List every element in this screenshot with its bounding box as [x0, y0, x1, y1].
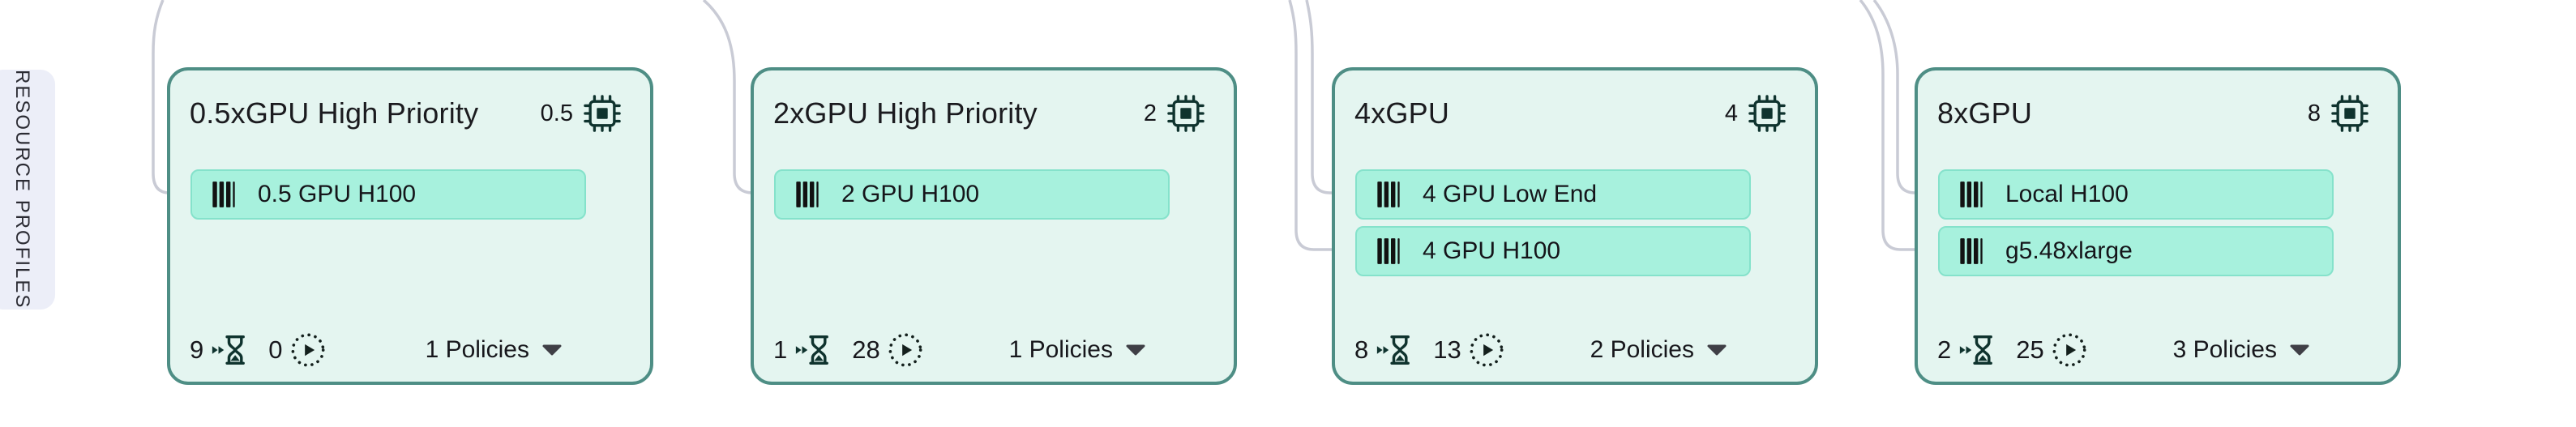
node-type-label: 2 GPU H100 [841, 181, 980, 207]
barcode-icon [1375, 178, 1407, 211]
play-dotted-circle-icon [289, 331, 327, 369]
profile-title: 0.5xGPU High Priority [190, 96, 479, 130]
policies-label: 1 Policies [1008, 336, 1113, 363]
gpu-count-badge: 8 [2308, 95, 2368, 132]
running-count: 28 [852, 335, 880, 364]
node-type-list: Local H100 g5.48xlarge [1918, 169, 2398, 276]
card-header: 4xGPU 4 [1354, 95, 1786, 132]
barcode-icon [794, 178, 826, 211]
profile-title: 4xGPU [1354, 96, 1450, 130]
node-type-label: 4 GPU Low End [1423, 181, 1598, 207]
edge [152, 0, 170, 194]
policies-label: 3 Policies [2172, 336, 2277, 363]
barcode-icon [1958, 235, 1990, 267]
chip-icon [1167, 95, 1205, 132]
gpu-count: 4 [1724, 100, 1738, 126]
caret-down-icon [541, 344, 563, 357]
gpu-count-badge: 0.5 [541, 95, 621, 132]
running-count: 25 [2016, 335, 2044, 364]
edge [1305, 0, 1335, 194]
node-type-chip[interactable]: g5.48xlarge [1938, 226, 2334, 276]
play-dotted-circle-icon [1468, 331, 1505, 369]
chip-icon [1748, 95, 1786, 132]
profile-title: 8xGPU [1937, 96, 2033, 130]
card-header: 8xGPU 8 [1937, 95, 2368, 132]
profile-title: 2xGPU High Priority [773, 96, 1038, 130]
barcode-icon [1958, 178, 1990, 211]
pending-count: 9 [190, 335, 204, 364]
hourglass-arrow-icon [210, 331, 247, 369]
card-header: 0.5xGPU High Priority 0.5 [190, 95, 621, 132]
pending-count: 1 [773, 335, 788, 364]
node-type-label: 0.5 GPU H100 [258, 181, 417, 207]
running-count: 13 [1433, 335, 1461, 364]
gpu-count: 2 [1143, 100, 1157, 126]
node-type-chip[interactable]: 2 GPU H100 [774, 169, 1170, 220]
hourglass-arrow-icon [1958, 331, 1995, 369]
policies-label: 1 Policies [425, 336, 529, 363]
edge [1872, 0, 1918, 194]
node-type-label: Local H100 [2005, 181, 2129, 207]
gpu-count-badge: 4 [1725, 95, 1786, 132]
pending-count: 2 [1937, 335, 1952, 364]
policies-label: 2 Policies [1590, 336, 1694, 363]
play-dotted-circle-icon [887, 331, 924, 369]
gpu-count: 8 [2307, 100, 2321, 126]
barcode-icon [1375, 235, 1407, 267]
card-header: 2xGPU High Priority 2 [773, 95, 1205, 132]
node-type-list: 2 GPU H100 [754, 169, 1234, 220]
edge [702, 0, 754, 194]
node-type-chip[interactable]: Local H100 [1938, 169, 2334, 220]
node-type-chip[interactable]: 0.5 GPU H100 [190, 169, 586, 220]
policies-dropdown[interactable]: 1 Policies [426, 336, 563, 364]
play-dotted-circle-icon [2051, 331, 2088, 369]
card-footer: 8 13 2 Policies [1335, 331, 1815, 369]
node-type-label: 4 GPU H100 [1423, 237, 1561, 264]
resource-profile-card[interactable]: 4xGPU 4 4 GPU Low End 4 GPU H100 8 13 2 … [1332, 67, 1818, 385]
caret-down-icon [2289, 344, 2310, 357]
resource-profiles-tab-label: RESOURCE PROFILES [11, 70, 33, 310]
resource-profiles-tab[interactable]: RESOURCE PROFILES [0, 70, 55, 310]
gpu-count: 0.5 [540, 100, 573, 126]
hourglass-arrow-icon [1375, 331, 1412, 369]
node-type-label: g5.48xlarge [2005, 237, 2133, 264]
caret-down-icon [1125, 344, 1146, 357]
card-footer: 2 25 3 Policies [1918, 331, 2398, 369]
edge [1288, 0, 1335, 251]
policies-dropdown[interactable]: 1 Policies [1009, 336, 1146, 364]
pending-count: 8 [1354, 335, 1369, 364]
card-footer: 9 0 1 Policies [170, 331, 650, 369]
barcode-icon [210, 178, 242, 211]
node-type-chip[interactable]: 4 GPU H100 [1355, 226, 1751, 276]
node-type-list: 4 GPU Low End 4 GPU H100 [1335, 169, 1815, 276]
chip-icon [584, 95, 621, 132]
card-footer: 1 28 1 Policies [754, 331, 1234, 369]
edge [1859, 0, 1918, 251]
resource-profile-card[interactable]: 8xGPU 8 Local H100 g5.48xlarge 2 25 3 Po… [1915, 67, 2401, 385]
policies-dropdown[interactable]: 3 Policies [2173, 336, 2310, 364]
node-type-chip[interactable]: 4 GPU Low End [1355, 169, 1751, 220]
gpu-count-badge: 2 [1144, 95, 1205, 132]
chip-icon [2331, 95, 2368, 132]
resource-profile-card[interactable]: 2xGPU High Priority 2 2 GPU H100 1 28 1 … [751, 67, 1237, 385]
policies-dropdown[interactable]: 2 Policies [1590, 336, 1727, 364]
node-type-list: 0.5 GPU H100 [170, 169, 650, 220]
running-count: 0 [268, 335, 283, 364]
caret-down-icon [1706, 344, 1727, 357]
hourglass-arrow-icon [794, 331, 831, 369]
resource-profile-card[interactable]: 0.5xGPU High Priority 0.5 0.5 GPU H100 9… [167, 67, 653, 385]
